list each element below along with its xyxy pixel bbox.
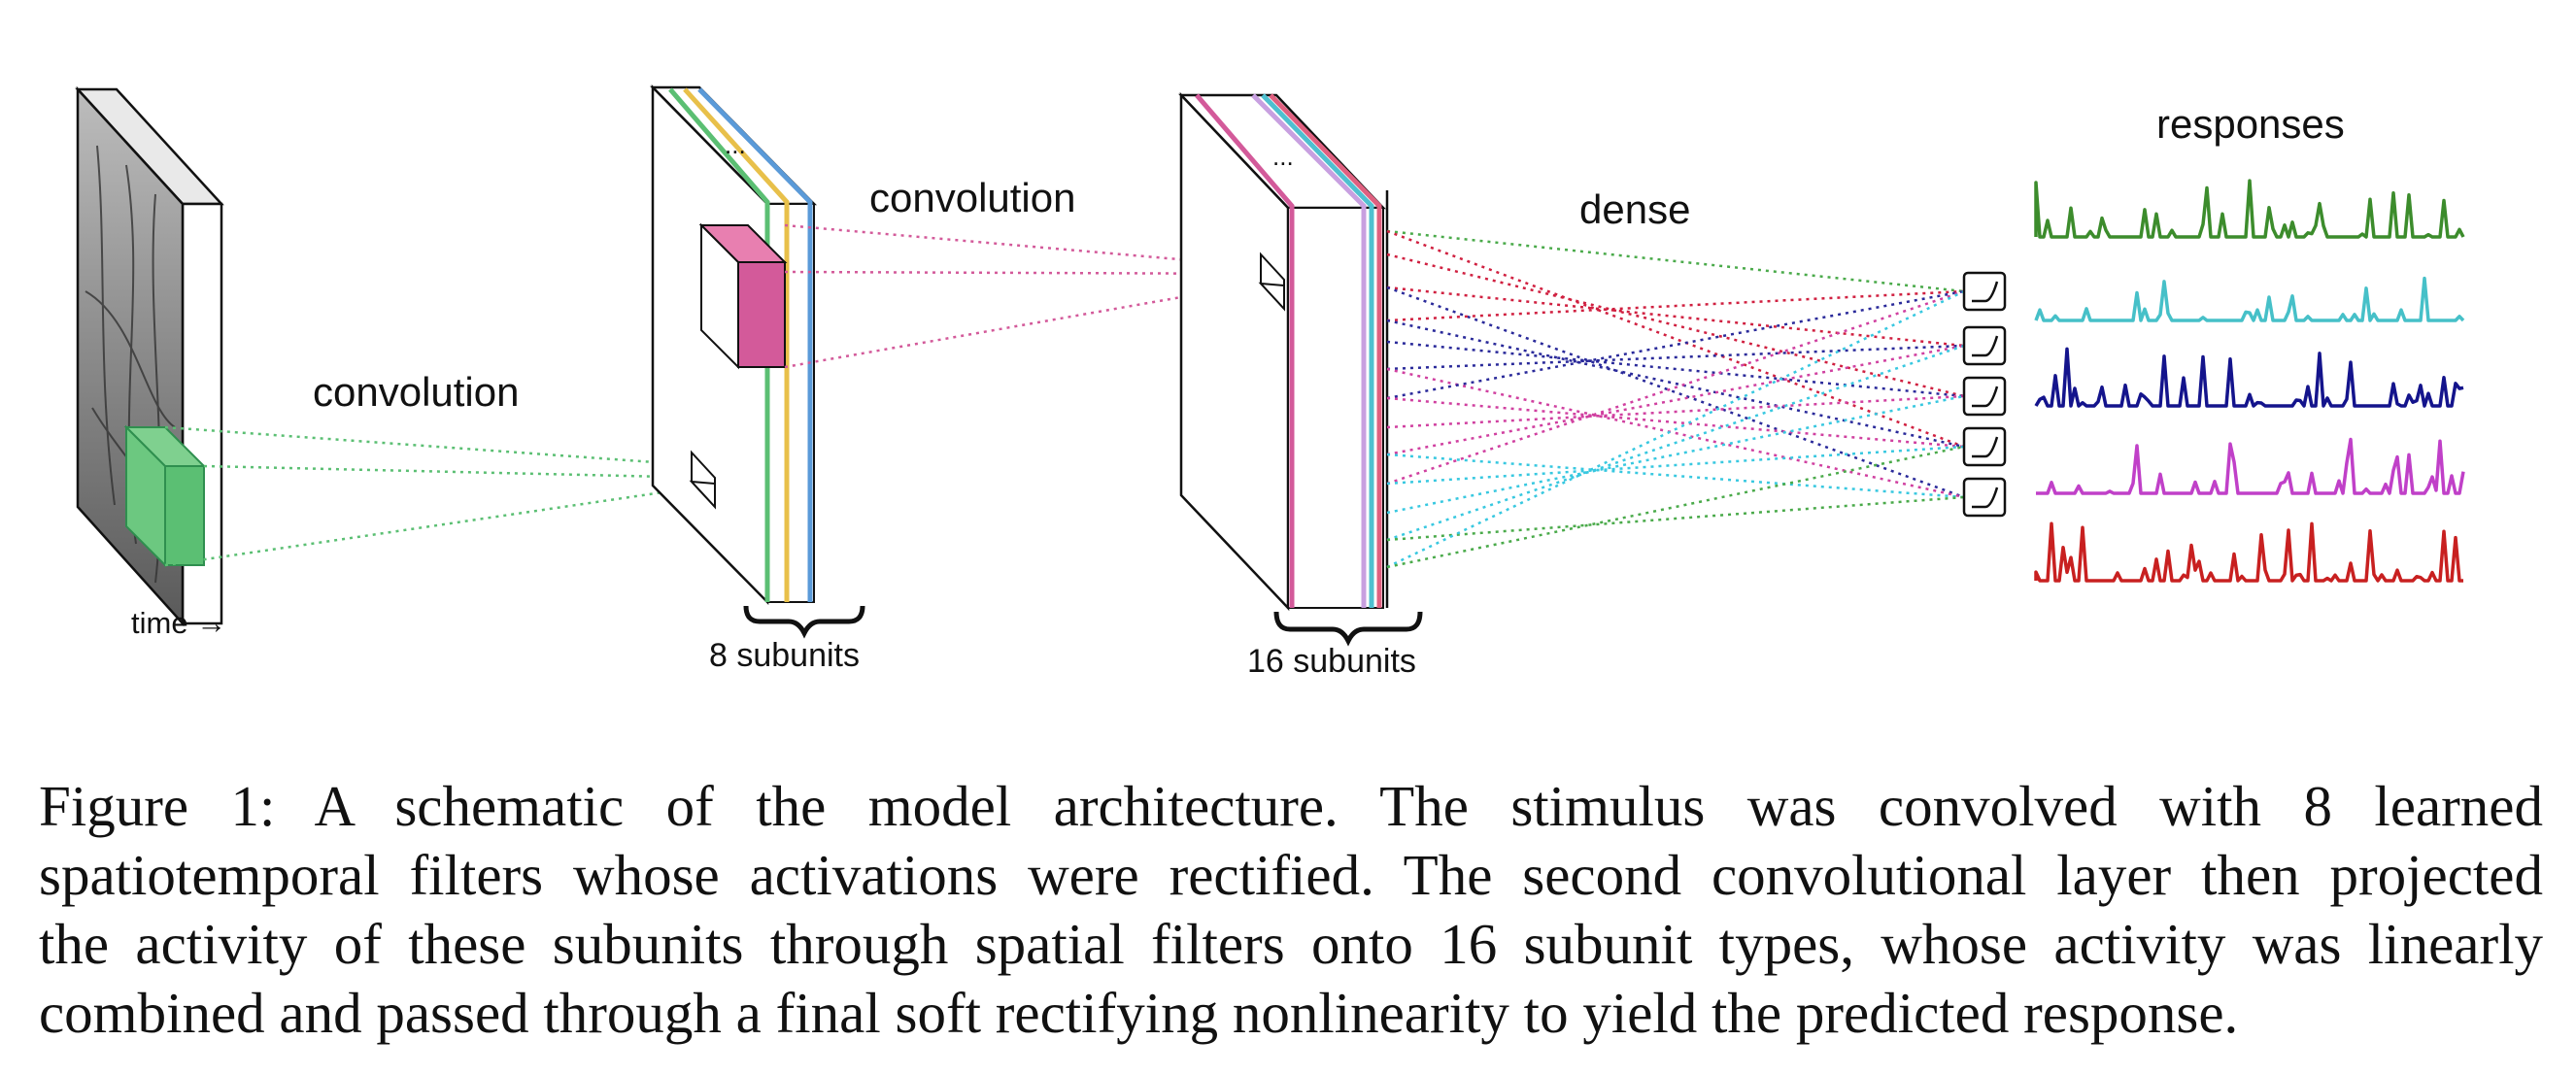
dense-link [1386,453,1965,499]
time-axis-label: time → [131,606,226,640]
layer2-stripes [1195,93,1382,608]
layer1-stripes [668,87,813,602]
dense-link [1386,445,1965,569]
dense-link [1386,367,1965,499]
response-trace [2034,276,2465,322]
stimulus-block [75,85,224,627]
caption-line: combined and passed through a final soft… [39,981,2239,1045]
nonlinearity-icon [1962,325,2007,366]
dense-link [1386,289,1965,322]
dense-connections [1386,229,1965,569]
response-traces [2034,179,2465,583]
layer1-brace [743,605,865,639]
dense-link [1386,344,1965,371]
figure-caption: Figure 1: A schematic of the model archi… [39,772,2543,1048]
response-trace [2036,437,2465,495]
layer2-brace [1273,611,1423,647]
conv1-label: convolution [313,369,519,415]
conv1-projection-lines [164,425,710,567]
dense-label: dense [1579,186,1690,232]
dense-link [1386,285,1965,348]
caption-line: the activity of these subunits through s… [39,912,2543,976]
dense-link [1386,289,1965,400]
dense-link [1386,394,1965,515]
response-trace [2034,521,2463,583]
dense-link [1386,340,1965,398]
architecture-diagram: time → convolution ... 8 subunits [75,84,2465,680]
conv2-label: convolution [869,175,1075,220]
dense-link [1386,495,1965,542]
layer1-filter [698,222,788,370]
dense-link [1386,229,1965,293]
caption-line: Figure 1: A schematic of the model archi… [39,774,2543,838]
layer2-ellipsis: ... [1272,142,1294,171]
response-trace [2034,179,2465,239]
layer1-ellipsis: ... [725,130,746,159]
nonlinearity-icon [1962,477,2007,518]
dense-link [1386,289,1965,569]
dense-link [1386,396,1965,449]
dense-link [1386,319,1965,449]
dense-link [1386,229,1965,449]
dense-link [1386,445,1965,486]
layer1-subunits-label: 8 subunits [709,637,860,674]
nonlinearity-icon [1962,271,2007,312]
layer1-block [650,84,865,639]
dense-link [1386,289,1965,486]
response-trace [2034,347,2464,408]
dense-link [1386,285,1965,499]
layer2-subunits-label: 16 subunits [1247,643,1416,680]
caption-line: spatiotemporal filters whose activations… [39,843,2543,907]
responses-label: responses [2156,101,2345,147]
dense-link [1386,344,1965,542]
nonlinearity-column [1962,271,2007,518]
nonlinearity-icon [1962,376,2007,417]
layer1-receptive-field [689,450,716,510]
nonlinearity-icon [1962,426,2007,467]
layer2-receptive-field [1258,252,1285,312]
layer2-block [1178,91,1423,647]
dense-link [1386,394,1965,429]
dense-link [1386,252,1965,398]
